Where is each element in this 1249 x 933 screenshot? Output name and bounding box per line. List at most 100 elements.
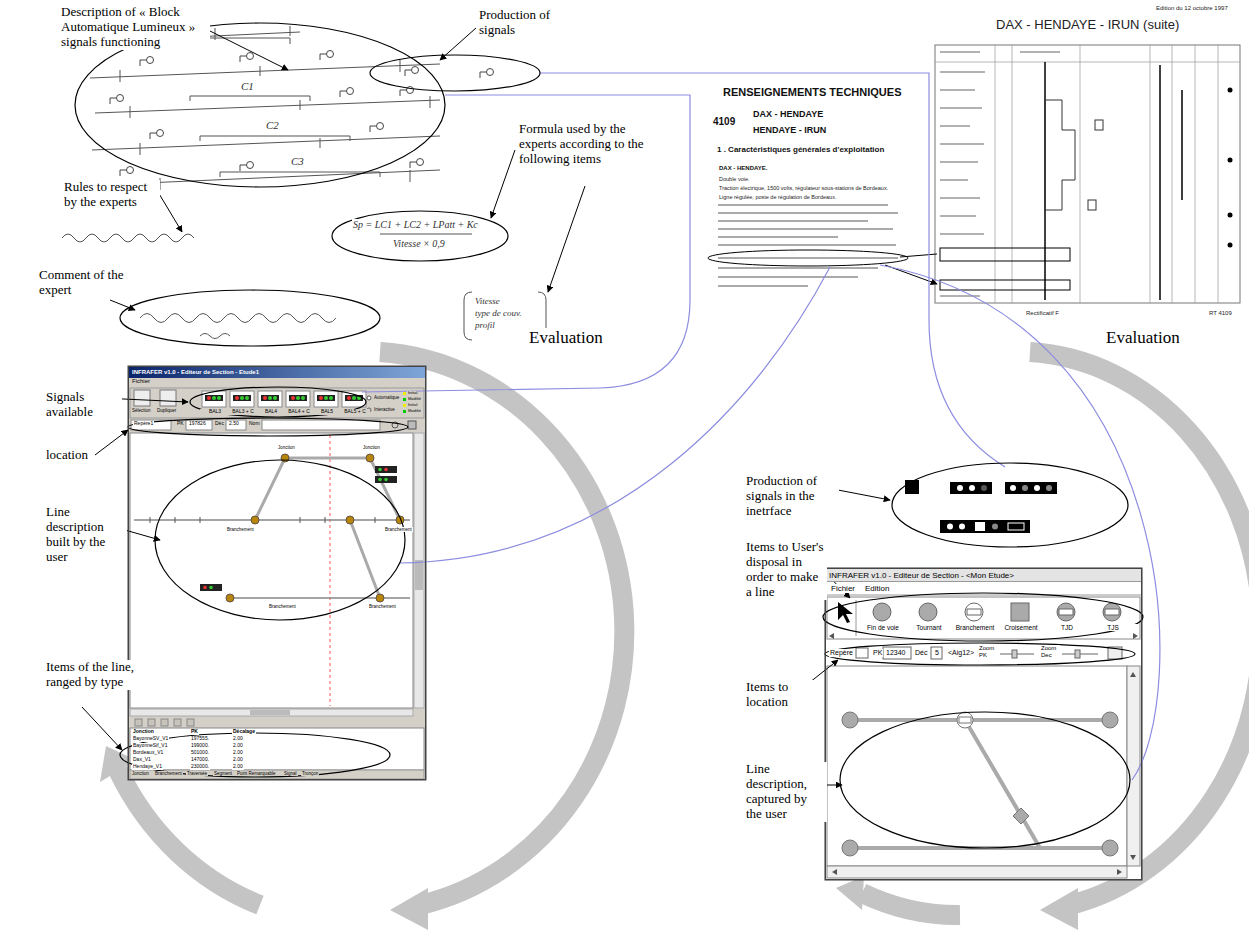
interface-mockup [827, 866, 1127, 878]
software-screenshot [226, 594, 234, 602]
highlight-ellipse [370, 55, 540, 91]
software-screenshot [200, 584, 222, 591]
interface-label: 2.00 [232, 757, 244, 763]
software-screenshot [186, 420, 212, 430]
interface-mockup [825, 568, 1142, 880]
interface-label: BayonneSV_V1 [132, 736, 169, 742]
leader-arrow [158, 192, 182, 232]
interface-label: 2.50 [228, 421, 240, 427]
produced-signal [1008, 523, 1024, 530]
annotation-label: Items to location [745, 680, 822, 710]
software-screenshot [130, 709, 413, 716]
interface-mockup [1011, 603, 1029, 621]
annotation-label: Items to User's disposal in order to mak… [745, 540, 827, 600]
interface-mockup [1105, 609, 1119, 615]
interface-label: Déc [214, 421, 225, 427]
sketch-signal [150, 130, 164, 140]
highlight-ellipse [75, 23, 1143, 848]
software-screenshot [130, 770, 424, 779]
interface-label: 197555. [190, 736, 210, 742]
interface-label: 199000. [190, 743, 210, 749]
document-dot [1228, 213, 1233, 218]
software-screenshot [415, 560, 423, 590]
highlight-ellipse [120, 290, 380, 346]
correspondence-line [362, 73, 1160, 780]
interface-mockup [883, 647, 911, 659]
produced-signal [1046, 485, 1052, 491]
expert-sketch [62, 234, 194, 242]
produced-signal [975, 522, 985, 531]
software-screenshot [134, 520, 410, 598]
evaluation-arrowhead [836, 876, 864, 910]
technical-document [708, 250, 908, 266]
software-screenshot [375, 466, 397, 473]
annotation-label: location [45, 448, 89, 463]
interface-mockup [842, 840, 858, 856]
interface-label: Initial [407, 391, 418, 396]
evaluation-cycle-arrow [118, 770, 260, 905]
interface-label: Initial [407, 403, 418, 408]
software-screenshot [262, 420, 380, 430]
interface-mockup [826, 595, 1141, 596]
mockup-label: Déc [914, 649, 928, 657]
mockup-label: Tournant [905, 624, 953, 631]
expert-sketch [140, 314, 336, 339]
technical-document [940, 248, 1070, 261]
interface-mockup [1013, 808, 1029, 824]
interface-mockup [832, 869, 837, 875]
leader-arrow [491, 150, 515, 218]
mockup-label: Fin de voie [859, 624, 907, 631]
correspondence-line [362, 95, 690, 392]
annotation-label: Production of signals in the inetrface [745, 474, 839, 519]
annotation-label: Signals available [45, 390, 122, 420]
software-screenshot [135, 719, 142, 726]
sketch-signal [320, 51, 334, 61]
produced-signal [957, 485, 963, 491]
interface-label: Jonction [362, 445, 381, 450]
sketch-signal [110, 95, 124, 105]
document-text: Double voie. [718, 176, 751, 182]
technical-document [935, 45, 1240, 303]
interface-label: Point Remarquable [236, 771, 277, 776]
interface-label: Dupliquer [156, 408, 177, 413]
software-screenshot [150, 517, 375, 523]
sketch-signal [240, 162, 254, 172]
software-screenshot [378, 468, 382, 472]
produced-signal [959, 524, 965, 530]
software-screenshot [230, 391, 254, 407]
interface-label: 147000. [190, 757, 210, 763]
technical-document [718, 205, 898, 286]
sketch-signal [240, 53, 254, 63]
interface-mockup [1117, 869, 1122, 875]
interface-label: Signal [283, 771, 298, 776]
expert-sketch [120, 26, 430, 190]
handwritten-note: C1 [240, 80, 255, 93]
produced-signal [969, 485, 975, 491]
interface-mockup [1057, 603, 1075, 621]
software-screenshot [378, 478, 382, 482]
interface-label: 2.00 [232, 743, 244, 749]
sketch-signal [370, 123, 384, 133]
interface-label: Branchement [226, 527, 255, 532]
interface-mockup [829, 633, 834, 639]
software-screenshot [342, 391, 366, 407]
mockup-label: PK [872, 649, 883, 657]
table-header: Décalage [232, 729, 256, 735]
interface-mockup [856, 600, 857, 636]
software-screenshot [130, 433, 413, 708]
annotation-label: Comment of the expert [38, 268, 125, 298]
interface-label: Jonction [277, 445, 296, 450]
interface-mockup [1130, 672, 1136, 677]
software-screenshot [226, 454, 404, 602]
software-screenshot [251, 516, 259, 524]
interface-label: 230000. [190, 764, 210, 770]
software-screenshot [174, 719, 181, 726]
software-screenshot [408, 421, 416, 429]
interface-label: Branchement [268, 604, 297, 609]
interface-mockup [1102, 840, 1118, 856]
interface-mockup [827, 666, 1127, 866]
software-screenshot [161, 719, 168, 726]
software-screenshot [403, 398, 406, 401]
technical-document [1045, 100, 1075, 210]
window-frame: INFRAFER v1.0 - Editeur de Section - <Mo… [825, 568, 1142, 880]
